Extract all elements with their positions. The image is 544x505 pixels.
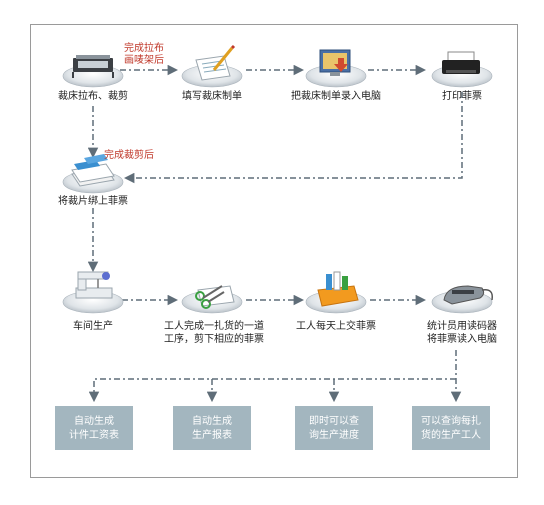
note-after-cut: 完成裁剪后 <box>104 150 154 161</box>
diagram-frame <box>30 24 518 478</box>
output-label: 可以查询每扎 货的生产工人 <box>421 415 481 441</box>
output-bus-line <box>88 378 456 403</box>
node-label-print: 打印菲票 <box>442 91 482 102</box>
output-box-wage-table: 自动生成 计件工资表 <box>55 406 133 450</box>
printer-icon <box>442 51 480 74</box>
scissors-ticket-icon <box>195 285 235 309</box>
form-pencil-icon <box>195 44 236 81</box>
node-label-cut-ticket: 工人完成一扎货的一道 工序，剪下相应的菲票 <box>164 321 264 345</box>
paper-stack-icon <box>71 154 115 187</box>
output-box-progress-query: 即时可以查 询生产进度 <box>295 406 373 450</box>
note-after-layout: 完成拉布 画唛架后 <box>124 43 164 66</box>
cutting-machine-icon <box>72 55 114 78</box>
output-label: 自动生成 计件工资表 <box>69 415 119 441</box>
node-label-fill-form: 填写裁床制单 <box>182 91 242 102</box>
arrow-print-to-bundle <box>123 92 463 184</box>
output-box-worker-query: 可以查询每扎 货的生产工人 <box>412 406 490 450</box>
output-label: 自动生成 生产报表 <box>192 415 232 441</box>
node-label-bundle: 将裁片绑上菲票 <box>58 196 128 207</box>
barcode-scanner-icon <box>443 285 494 305</box>
node-label-cutting: 裁床拉布、裁剪 <box>58 91 128 102</box>
node-label-scan: 统计员用读码器 将菲票读入电脑 <box>427 321 497 345</box>
node-label-workshop: 车间生产 <box>73 321 113 332</box>
sewing-machine-icon <box>75 271 113 299</box>
ticket-box-icon <box>317 271 359 307</box>
output-box-production-report: 自动生成 生产报表 <box>173 406 251 450</box>
node-label-submit: 工人每天上交菲票 <box>296 321 376 332</box>
node-label-enter-pc: 把裁床制单录入电脑 <box>291 91 381 102</box>
computer-entry-icon <box>319 49 351 76</box>
output-label: 即时可以查 询生产进度 <box>309 415 359 441</box>
